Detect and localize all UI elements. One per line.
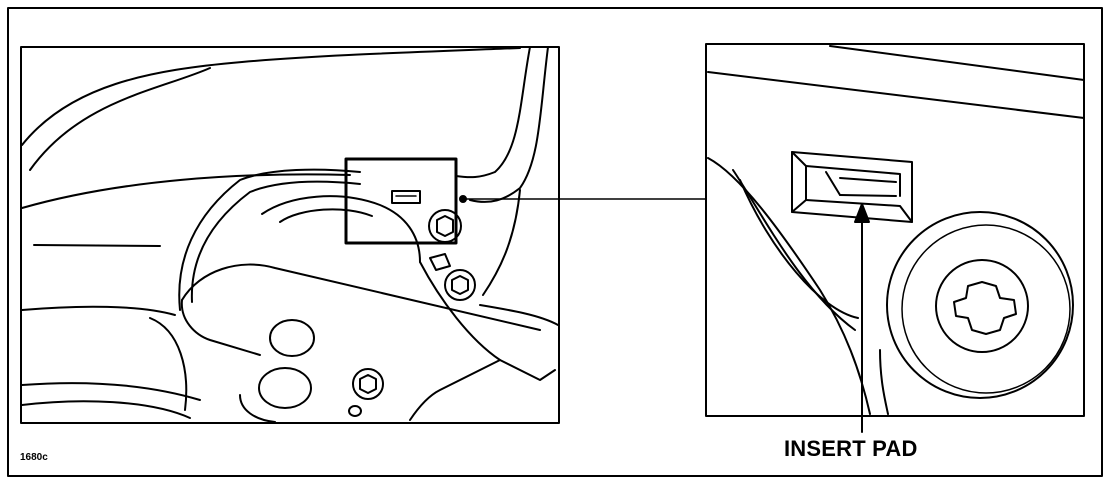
outer-border — [7, 7, 1103, 477]
detail-highlight-box — [344, 157, 458, 245]
detail-contour-top-1 — [829, 45, 1085, 81]
screw-middle — [444, 269, 476, 301]
right-panel-border — [705, 43, 1085, 417]
door-contour-right — [455, 46, 531, 179]
door-contour-right-lower — [482, 189, 521, 296]
cushion-line-4 — [149, 317, 188, 411]
cushion-line-3 — [21, 400, 191, 419]
lever-arm-underside — [239, 394, 276, 423]
recliner-disc-inner — [279, 208, 373, 223]
right-side-line — [479, 304, 559, 326]
screw-lever — [352, 368, 384, 400]
door-contour-top — [21, 47, 521, 146]
detail-curve-1 — [707, 157, 871, 415]
lever-hole-upper — [269, 319, 315, 357]
small-hole — [348, 405, 362, 417]
left-panel-border — [20, 46, 560, 424]
recliner-disc — [261, 195, 421, 263]
figure-number: 1680c — [20, 452, 48, 463]
cushion-line-1 — [21, 305, 176, 316]
insert-pad-detail — [791, 151, 913, 223]
lever-arm-bottom — [180, 299, 261, 356]
door-contour-mid — [21, 173, 351, 209]
detail-curve-3 — [739, 179, 859, 319]
right-panel-detail — [705, 43, 1085, 433]
detail-curve-2 — [732, 169, 856, 331]
lever-arm-edge — [419, 261, 556, 381]
recliner-housing-outer — [178, 168, 361, 311]
detail-contour-top-2 — [707, 71, 1085, 119]
door-contour-right-inner — [469, 46, 549, 203]
insert-pad-label: INSERT PAD — [784, 436, 918, 461]
door-contour-upper — [29, 67, 211, 171]
detail-curve-4 — [879, 349, 889, 415]
screw-large — [886, 211, 1074, 399]
callout-arrowhead — [854, 203, 870, 223]
lever-hole-lower — [258, 367, 312, 409]
left-panel-overview — [20, 46, 560, 424]
recliner-housing-inner — [190, 180, 361, 303]
cushion-line-2 — [21, 382, 201, 401]
lever-arm-end — [409, 359, 501, 421]
insert-pad-small — [391, 190, 421, 204]
bracket-tab — [429, 253, 451, 271]
trim-line — [33, 244, 161, 247]
lever-arm-top — [181, 263, 541, 331]
